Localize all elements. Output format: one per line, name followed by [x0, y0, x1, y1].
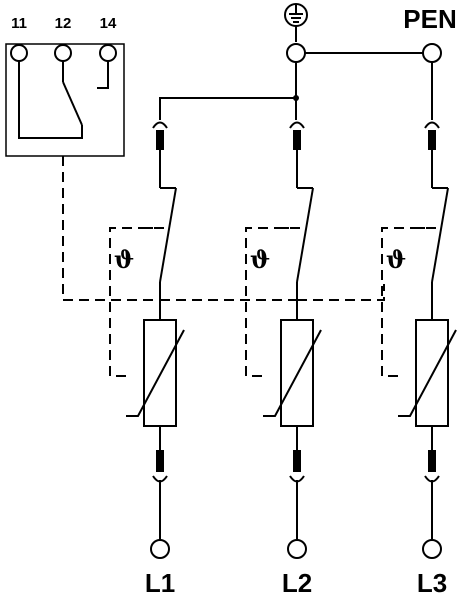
thermal-symbol-l2: ϑ — [250, 245, 270, 274]
junction-dot — [293, 95, 299, 101]
phase-label-l1: L1 — [145, 568, 175, 598]
upper-connector-l1 — [156, 130, 164, 150]
varistor-characteristic-l3 — [398, 329, 457, 417]
pen-bus — [159, 52, 433, 120]
terminal-12-circle — [54, 44, 72, 62]
lower-connector-l2 — [293, 450, 301, 472]
phase-terminal-l3 — [422, 539, 442, 559]
lower-connector-l1 — [156, 450, 164, 472]
terminal-14-circle — [99, 44, 117, 62]
thermal-symbol-l3: ϑ — [386, 245, 406, 274]
changeover-contact — [18, 61, 109, 139]
upper-connector-l2 — [293, 130, 301, 150]
thermal-switch-l3 — [431, 187, 449, 283]
terminal-label-12: 12 — [55, 15, 72, 32]
terminal-label-11: 11 — [11, 15, 27, 32]
thermal-switch-l2 — [296, 187, 314, 283]
terminal-label-14: 14 — [100, 15, 117, 32]
upper-connector-l3 — [428, 130, 436, 150]
pen-label: PEN — [403, 4, 456, 34]
pen-terminal-circle — [422, 43, 442, 63]
varistor-characteristic-l2 — [263, 329, 322, 417]
signal-contact-box — [5, 43, 125, 157]
upper-connector-arc-l2 — [289, 121, 305, 129]
earth-ground-icon — [284, 3, 308, 42]
thermal-switch-l1 — [159, 187, 177, 283]
phase-label-l2: L2 — [282, 568, 312, 598]
channels — [126, 121, 457, 559]
upper-connector-arc-l3 — [424, 121, 440, 129]
phase-terminal-l1 — [150, 539, 170, 559]
varistor-characteristic-l1 — [126, 329, 185, 417]
lower-connector-l3 — [428, 450, 436, 472]
phase-terminal-l2 — [287, 539, 307, 559]
earth-terminal-circle — [286, 43, 306, 63]
phase-label-l3: L3 — [417, 568, 447, 598]
terminal-11-circle — [10, 44, 28, 62]
thermal-symbol-l1: ϑ — [114, 245, 134, 274]
upper-connector-arc-l1 — [152, 121, 168, 129]
